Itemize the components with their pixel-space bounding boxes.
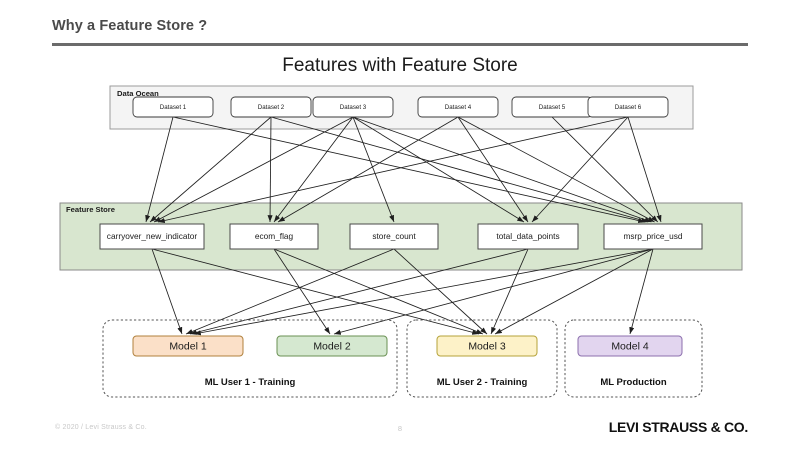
model-group-boxes: ML User 1 - Training ML User 2 - Training… [102,319,703,398]
edge-line [153,116,354,223]
edge-line [333,248,654,335]
dataset-node: Dataset 4 [417,96,499,118]
footer-page-number: 8 [397,424,403,433]
model-node: Model 3 [436,335,538,357]
edge-line [270,116,649,223]
edge-line [457,116,529,223]
model-group: ML User 1 - Training [102,319,398,398]
feature-node: msrp_price_usd [603,223,703,250]
edge-line [189,248,529,335]
title-divider [52,43,748,46]
feature-label: store_count [372,231,416,241]
model-label: Model 2 [313,340,351,352]
edge-line [393,248,488,335]
model-group-label: ML Production [600,377,667,388]
footer-copyright: © 2020 / Levi Strauss & Co. [55,424,147,431]
dataset-label: Dataset 3 [340,104,367,111]
model-group: ML Production [564,319,703,398]
dataset-node: Dataset 6 [587,96,669,118]
edge-line [172,116,646,224]
edge-line [494,248,654,335]
dataset-node-group: Dataset 1 Dataset 2 Dataset 3 Dataset 4 Data… [132,96,669,118]
dataset-label: Dataset 5 [539,104,566,111]
dataset-node: Dataset 3 [312,96,394,118]
model-node: Model 4 [577,335,683,357]
edge-line [457,116,655,223]
dataset-label: Dataset 2 [258,104,285,111]
edge-line [352,116,525,223]
edge-line [629,248,654,335]
dataset-label: Dataset 4 [445,104,472,111]
diagram-title: Features with Feature Store [282,55,518,76]
feature-label: carryover_new_indicator [107,231,198,241]
edge-line [627,116,662,223]
model-group-label: ML User 2 - Training [437,377,528,388]
model-label: Model 4 [611,340,649,352]
edge-line [151,248,183,335]
feature-node: ecom_flag [229,223,319,250]
model-node-group: Model 1 Model 2 Model 3 Model 4 [132,335,683,357]
zone-data-ocean-label: Data Ocean [117,89,159,98]
model-node: Model 1 [132,335,244,357]
dataset-node: Dataset 1 [132,96,214,118]
page-title: Why a Feature Store ? [52,18,208,34]
edge-line [531,116,629,223]
feature-node: total_data_points [477,223,579,250]
edge-line [277,116,459,223]
feature-label: msrp_price_usd [623,231,682,241]
dataset-node: Dataset 2 [230,96,312,118]
edge-line [352,116,652,223]
dataset-node: Dataset 5 [511,96,593,118]
feature-node: carryover_new_indicator [99,223,205,250]
edge-line [551,116,659,223]
feature-label: total_data_points [496,231,559,241]
edge-line [185,248,395,335]
edge-line [157,116,629,224]
edge-line [273,116,354,223]
edge-line [151,248,480,335]
edge-line [352,116,395,223]
model-label: Model 3 [468,340,506,352]
model-label: Model 1 [169,340,207,352]
zone-feature-store-label: Feature Store [66,205,115,214]
edge-line [267,116,273,223]
feature-label: ecom_flag [255,231,294,241]
edge-line [145,116,174,223]
brand-logo: LEVI STRAUSS & CO. [608,419,749,435]
model-group: ML User 2 - Training [406,319,558,398]
model-node: Model 2 [276,335,388,357]
edges-dataset-to-feature [145,116,662,224]
model-group-label: ML User 1 - Training [205,377,296,388]
dataset-label: Dataset 1 [160,104,187,111]
feature-node-group: carryover_new_indicator ecom_flag store_co… [99,223,703,250]
feature-node: store_count [349,223,439,250]
dataset-label: Dataset 6 [615,104,642,111]
edge-line [149,116,272,223]
